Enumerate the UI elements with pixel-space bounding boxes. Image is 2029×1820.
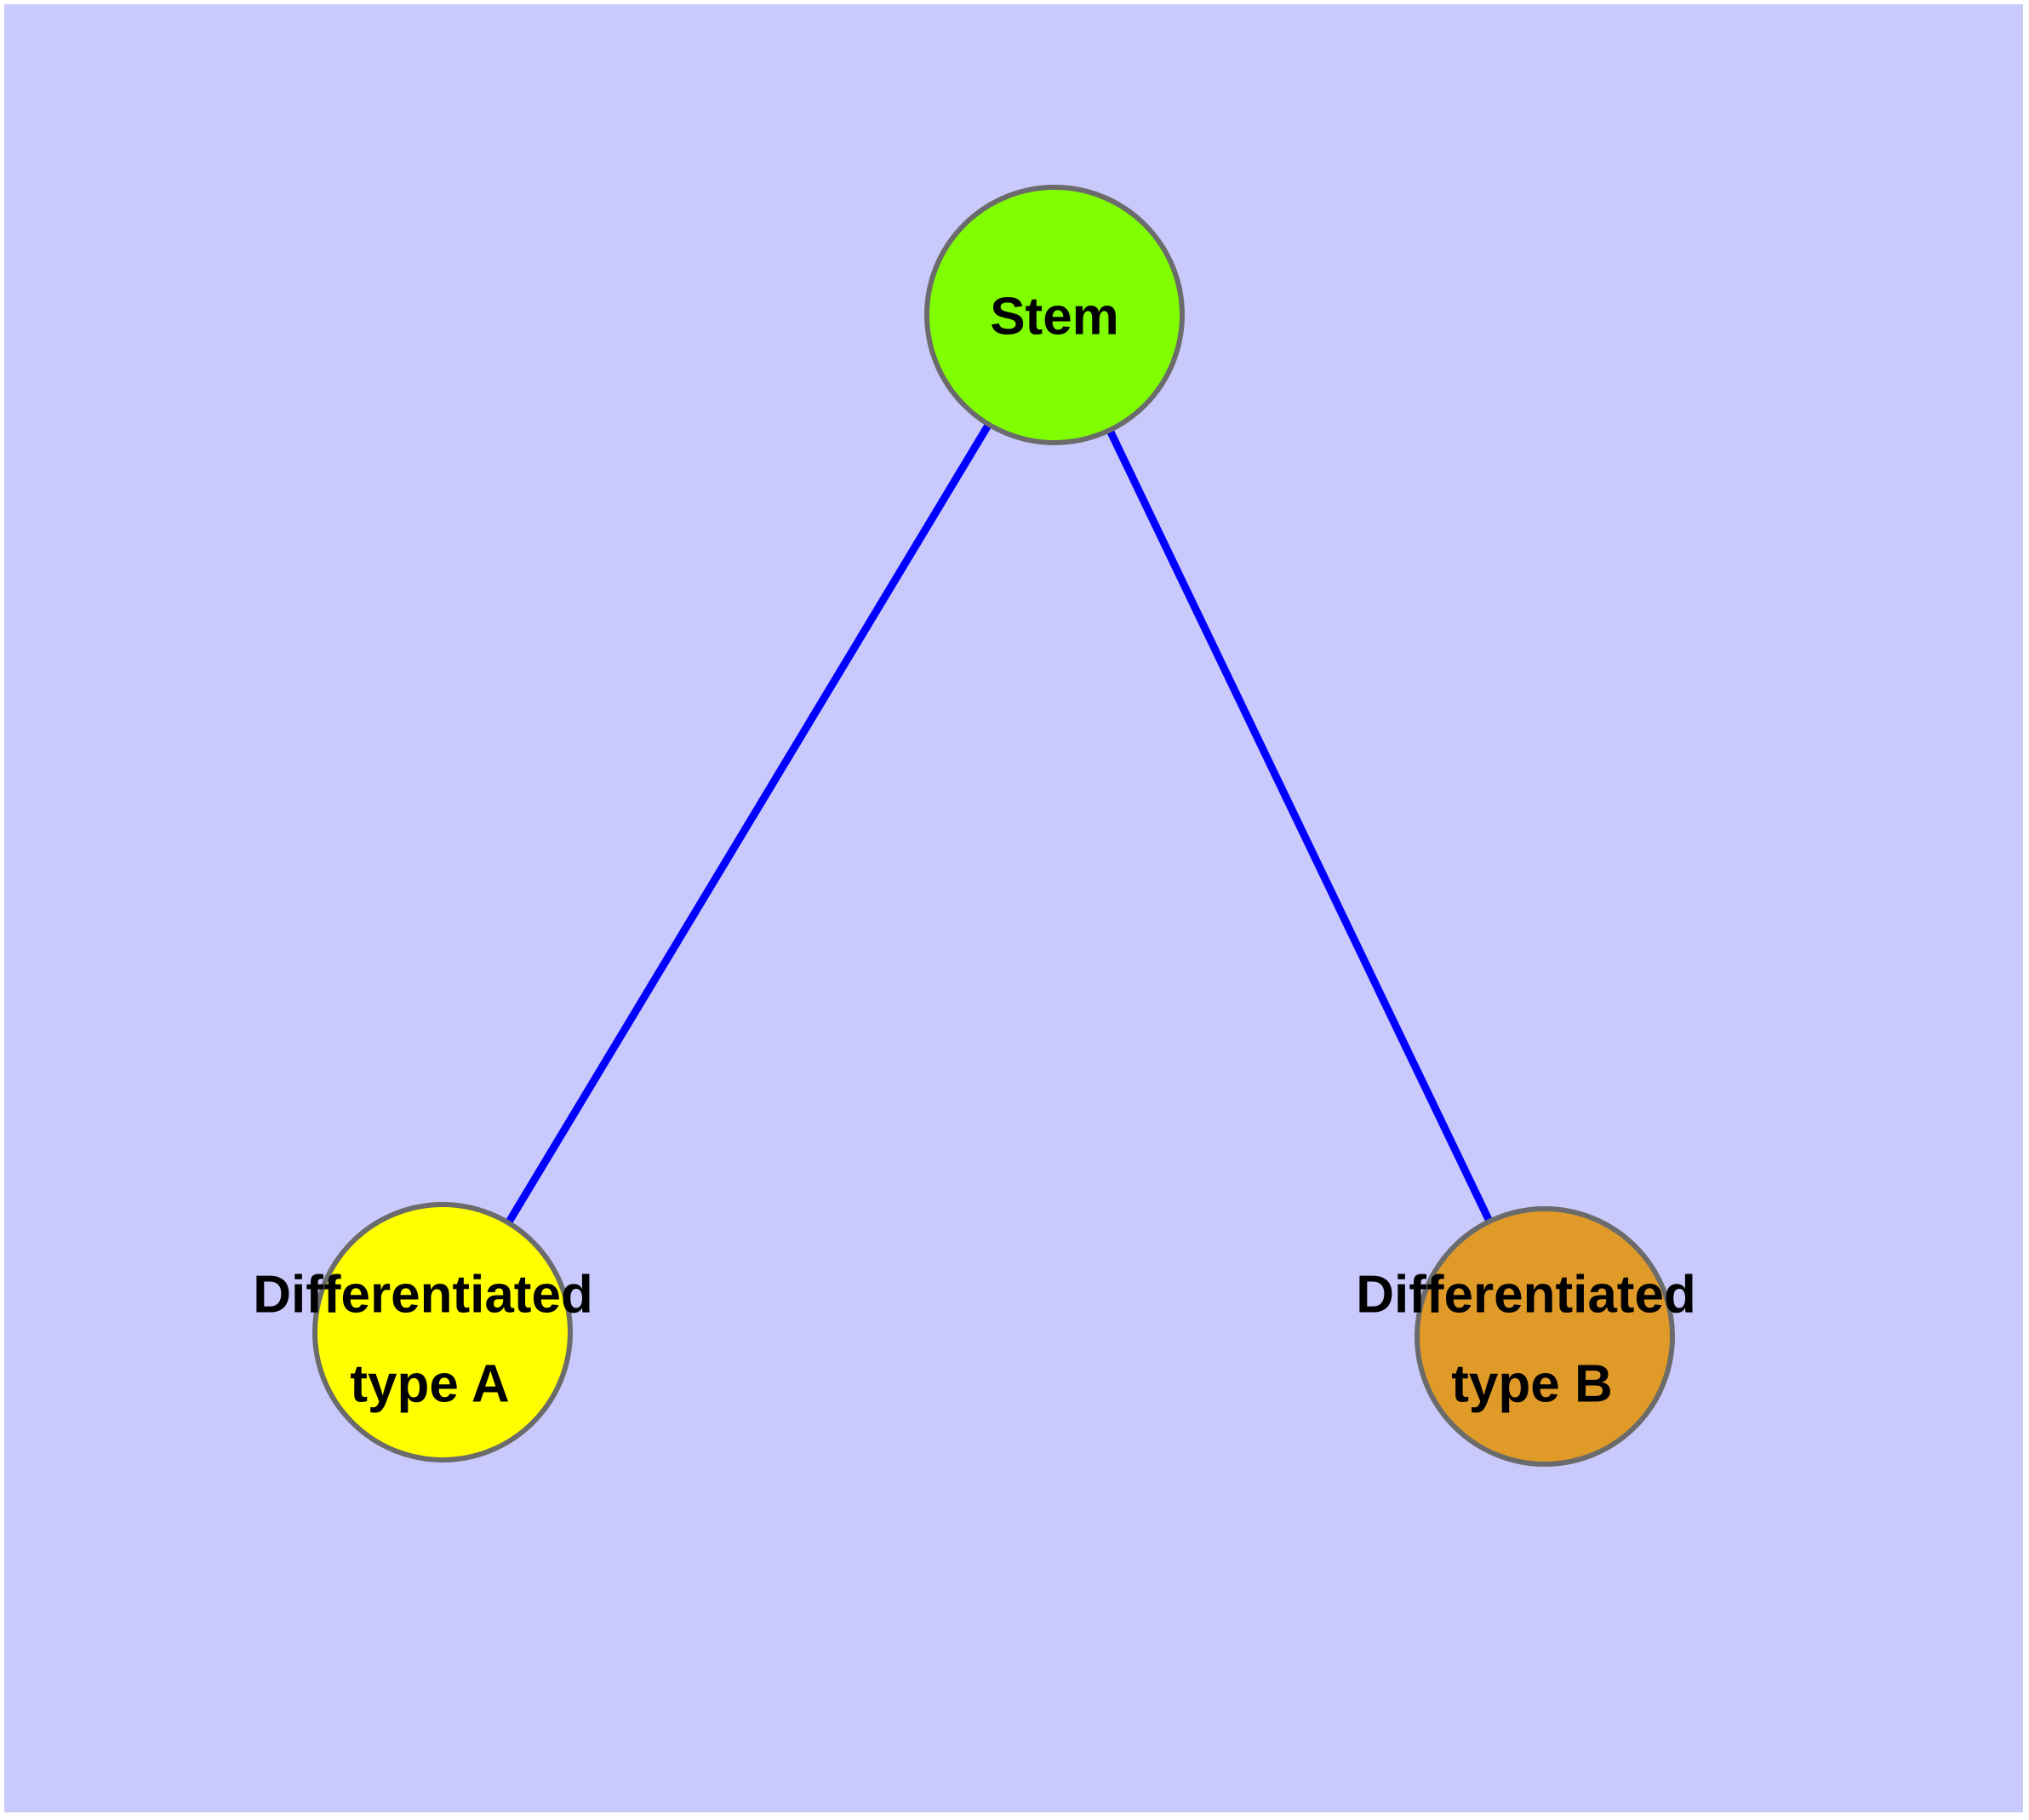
edge-stem-to-differentiated-type-a[interactable] xyxy=(439,312,1058,1335)
node-circle-differentiated-type-b[interactable] xyxy=(1415,1206,1675,1467)
node-label-layer: Stem Differentiated type A Differentiate… xyxy=(253,287,1696,1413)
node-label-differentiated-type-b-line1: Differentiated xyxy=(1356,1265,1696,1324)
node-circle-stem[interactable] xyxy=(924,185,1185,445)
node-circle-layer xyxy=(312,185,1675,1467)
edge-stem-to-differentiated-type-b[interactable] xyxy=(1050,313,1549,1338)
node-circle-differentiated-type-a[interactable] xyxy=(312,1202,573,1462)
node-label-differentiated-type-b-line2: type B xyxy=(1451,1354,1612,1413)
node-label-differentiated-type-a-line2: type A xyxy=(350,1354,509,1413)
node-label-differentiated-type-a-line1: Differentiated xyxy=(253,1265,593,1324)
edge-layer xyxy=(439,312,1549,1338)
node-label-stem: Stem xyxy=(990,287,1119,346)
